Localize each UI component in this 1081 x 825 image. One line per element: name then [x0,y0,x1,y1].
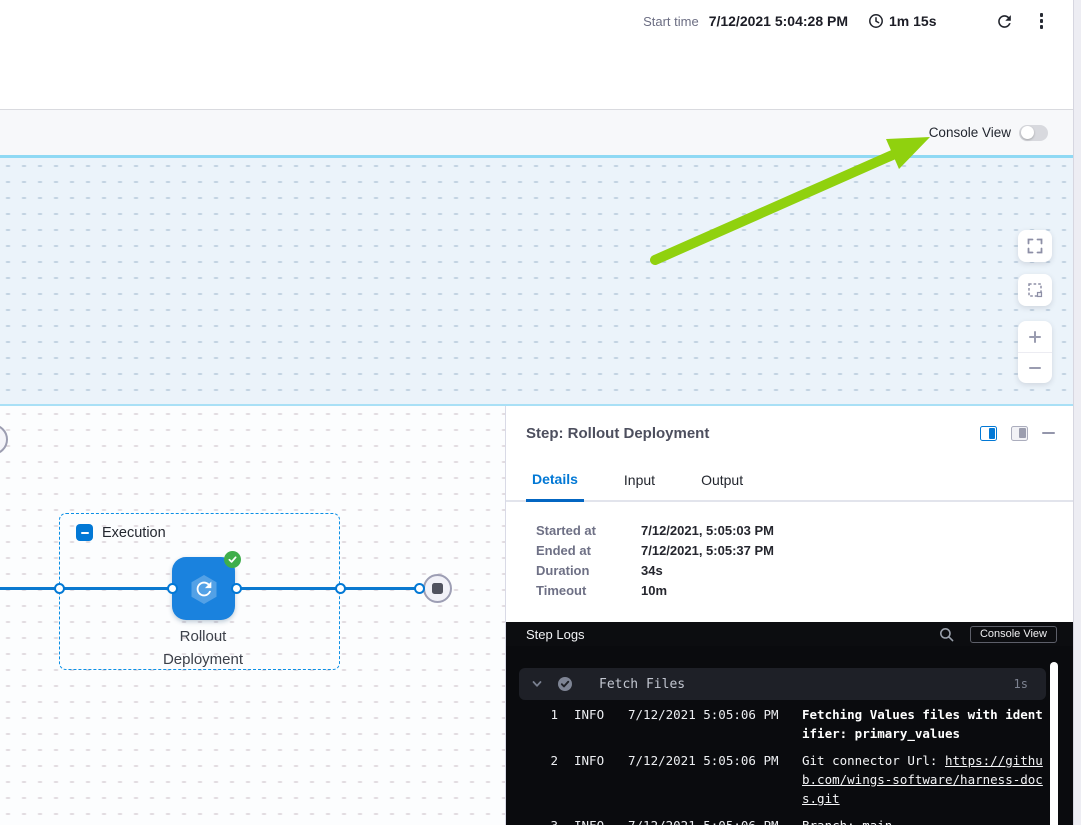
step-logs-panel: Step Logs Console View Fetch Files [506,622,1073,825]
start-time-value: 7/12/2021 5:04:28 PM [708,13,849,29]
clock-icon [868,13,884,29]
log-section-fetch-files[interactable]: Fetch Files 1s [519,668,1046,700]
git-connector-link[interactable]: https://github.com/wings-software/harnes… [802,753,1043,806]
view-toolbar: Console View [0,110,1073,155]
detail-row: Duration 34s [536,562,663,578]
marquee-select-icon [1027,282,1043,298]
end-node[interactable] [423,574,452,603]
refresh-icon[interactable] [995,12,1014,31]
log-section-duration: 1s [1013,677,1028,691]
rollout-step-icon [183,568,225,610]
logs-console-view-button[interactable]: Console View [969,625,1057,643]
log-line: 1 INFO 7/12/2021 5:05:06 PM Fetching Val… [550,707,1043,741]
zoom-in-button[interactable] [1018,321,1052,352]
minimize-panel-icon[interactable] [1042,431,1055,435]
canvas-divider [0,404,1073,406]
console-view-label: Console View [928,125,1011,140]
split-pane-blue-icon[interactable] [980,425,997,441]
node-label: Rollout Deployment [162,628,244,668]
success-badge-icon [224,551,241,568]
step-details-panel: Step: Rollout Deployment Details Input O… [505,406,1073,825]
outer-scrollbar-track[interactable] [1073,0,1081,825]
tab-output[interactable]: Output [701,472,744,488]
execution-header: Start time 7/12/2021 5:04:28 PM 1m 15s [0,0,1073,110]
detail-row: Started at 7/12/2021, 5:05:03 PM [536,522,774,538]
fullscreen-button[interactable] [1018,230,1052,262]
canvas-top-border [0,155,1073,158]
execution-collapse-button[interactable] [76,524,93,541]
zoom-in-icon [1027,329,1043,345]
check-circle-icon [557,676,573,692]
log-lines: 1 INFO 7/12/2021 5:05:06 PM Fetching Val… [506,705,1073,825]
logs-scrollbar[interactable] [1050,662,1058,825]
panel-tabs: Details Input Output [506,464,1073,502]
execution-canvas[interactable] [0,406,505,825]
port-group-left [54,583,65,594]
port-node-left [167,583,178,594]
elapsed-time: 1m 15s [889,13,937,29]
fullscreen-icon [1027,238,1043,254]
detail-row: Timeout 10m [536,582,668,598]
console-view-toggle[interactable] [1019,124,1048,141]
zoom-out-button[interactable] [1018,352,1052,383]
log-line: 2 INFO 7/12/2021 5:05:06 PM Git connecto… [550,753,1043,806]
log-line: 3 INFO 7/12/2021 5:05:06 PM Branch: main [506,816,1073,825]
panel-title: Step: Rollout Deployment [526,424,710,442]
rollout-deployment-node[interactable] [172,557,235,620]
execution-group-label: Execution [102,525,166,541]
port-end-left [414,583,425,594]
stage-canvas[interactable] [0,158,1073,404]
start-time-label: Start time [643,13,699,29]
zoom-out-icon [1027,360,1043,376]
split-pane-gray-icon[interactable] [1011,425,1028,441]
details-list: Started at 7/12/2021, 5:05:03 PM Ended a… [536,520,1053,600]
stop-icon [432,583,443,594]
chevron-down-icon[interactable] [531,678,543,690]
log-section-name: Fetch Files [599,676,686,692]
port-group-right [335,583,346,594]
tab-input[interactable]: Input [623,472,656,488]
kebab-menu-icon[interactable] [1038,11,1046,31]
detail-row: Ended at 7/12/2021, 5:05:37 PM [536,542,774,558]
step-logs-title: Step Logs [526,626,585,642]
tab-details[interactable]: Details [526,471,584,502]
marquee-select-button[interactable] [1018,274,1052,306]
search-icon[interactable] [939,627,954,642]
port-node-right [231,583,242,594]
